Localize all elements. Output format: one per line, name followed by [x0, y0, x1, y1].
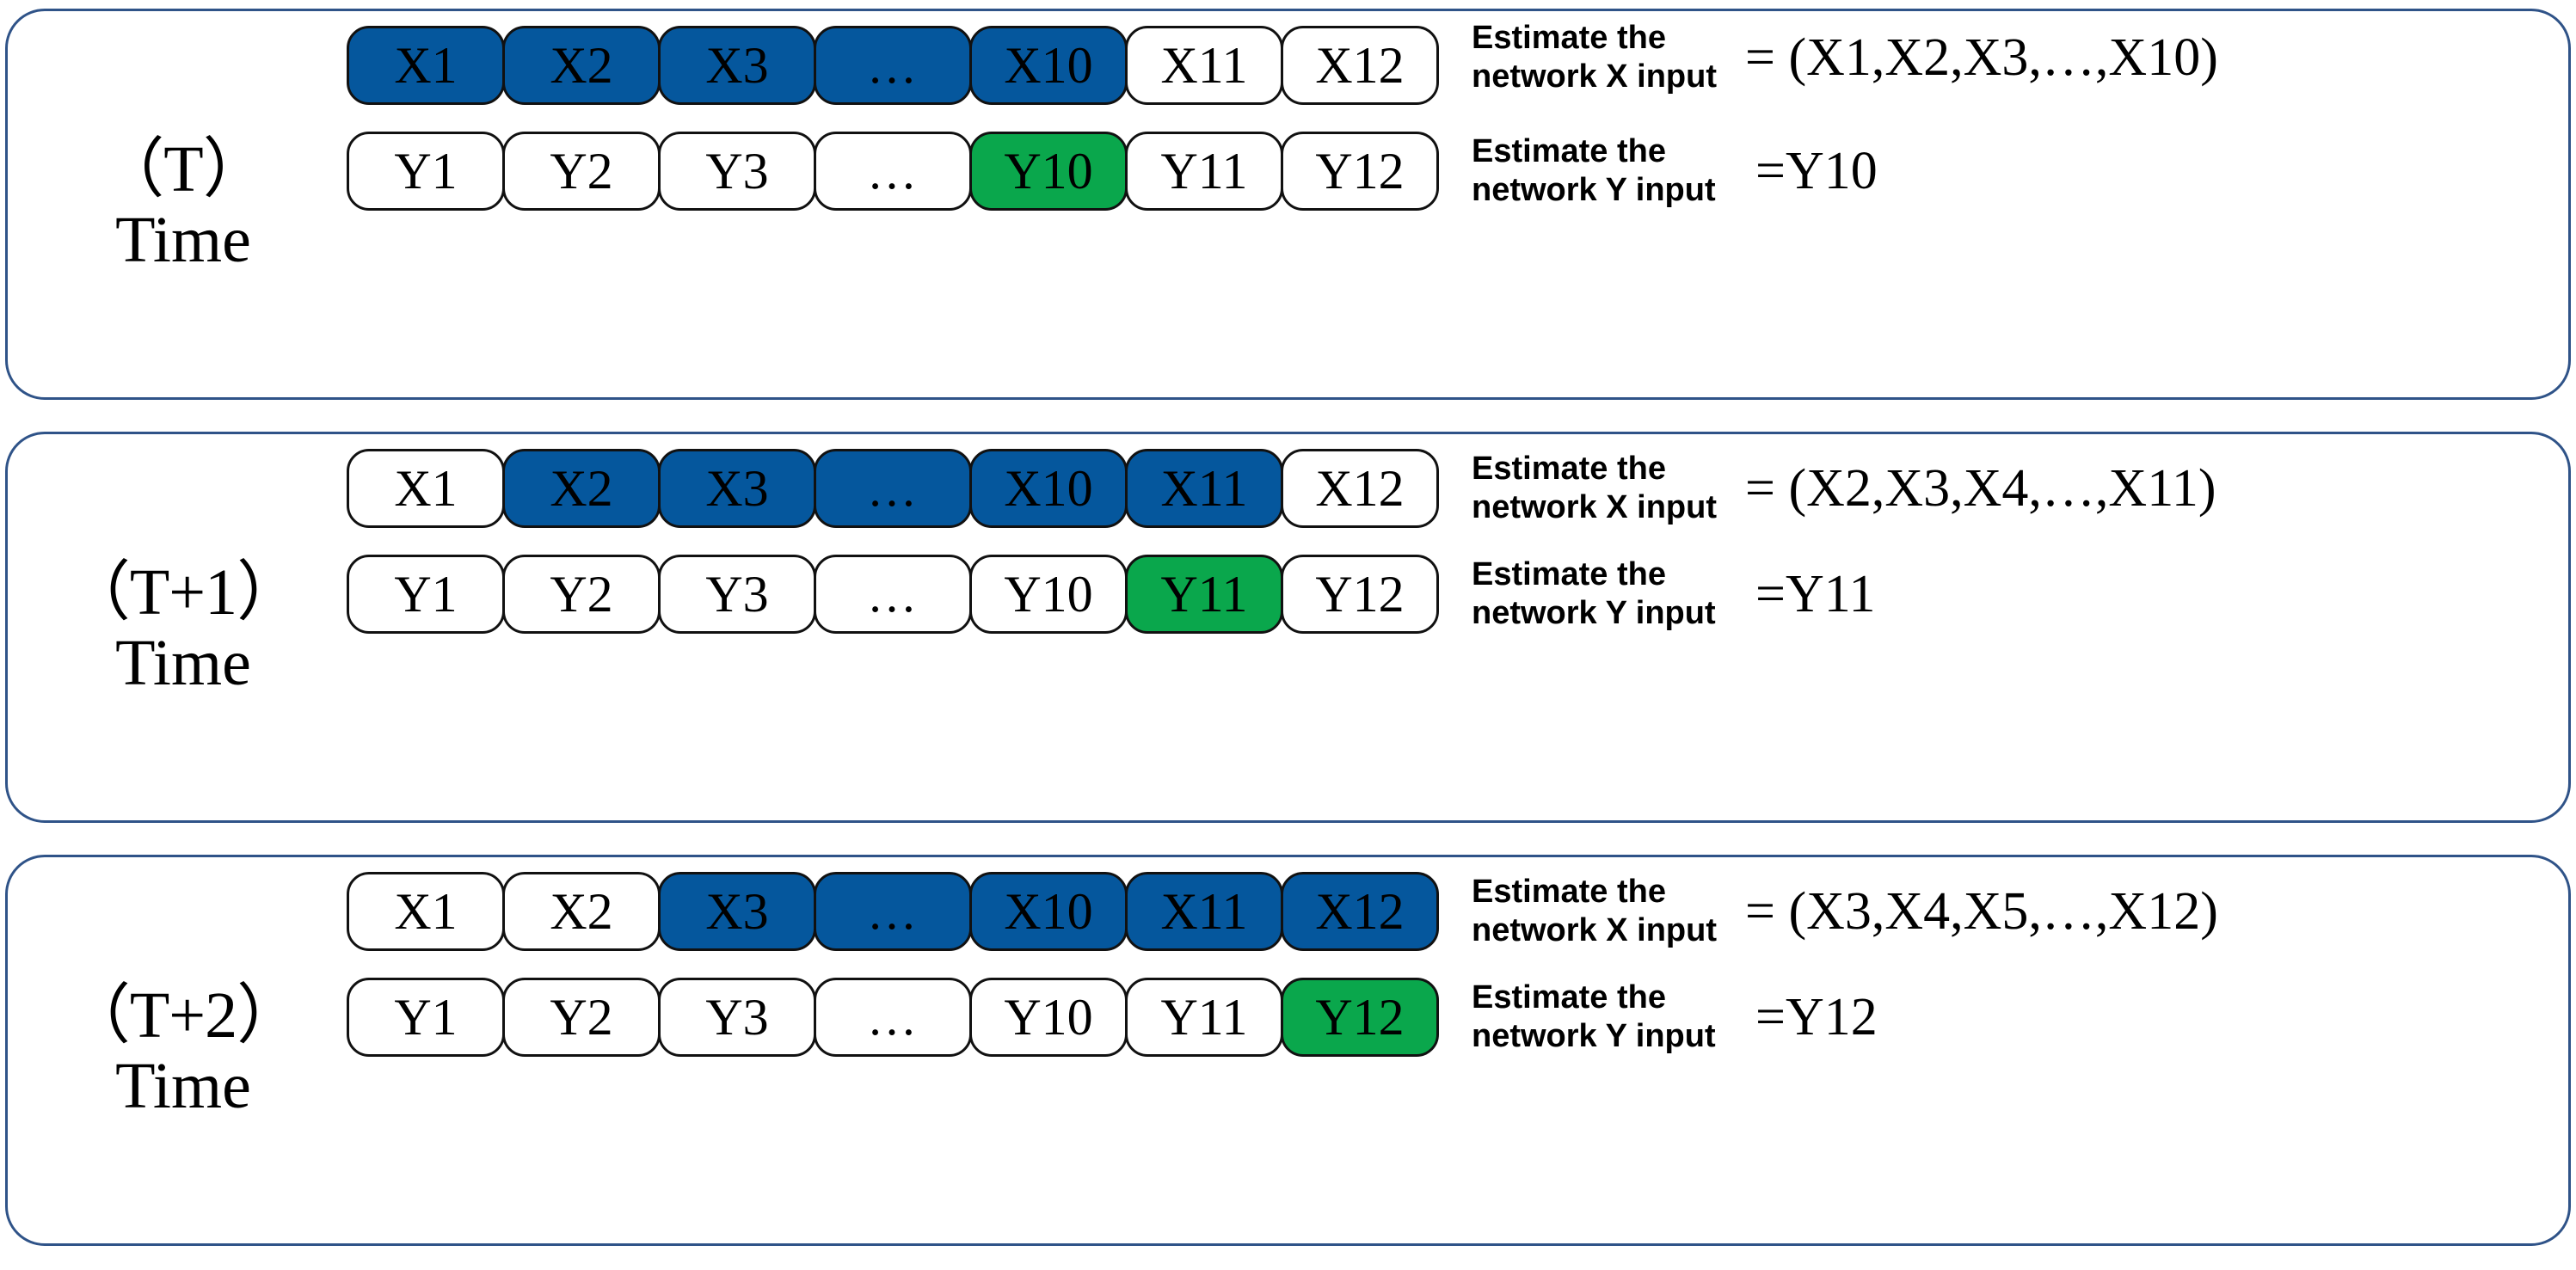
- y-equation: =Y11: [1755, 564, 1876, 623]
- y-description-text: Estimate the network Y input: [1472, 979, 1716, 1054]
- y-cell[interactable]: Y3: [658, 555, 816, 634]
- timestep-panel-t-plus-1: （T+1） Time X1 X2 X3 … X10 X11 X12: [5, 432, 2571, 823]
- x-sequence-row: X1 X2 X3 … X10 X11 X12: [347, 449, 1439, 528]
- y-cell[interactable]: Y12: [1281, 555, 1439, 634]
- x-description-block: Estimate the network X input = (X2,X3,X4…: [1472, 449, 2216, 528]
- timestep-panel-t: （T） Time X1 X2 X3 … X10 X11 X12: [5, 9, 2571, 400]
- y-cells: Y1 Y2 Y3 … Y10 Y11 Y12: [347, 978, 1439, 1057]
- x-equation: = (X2,X3,X4,…,X11): [1745, 458, 2216, 518]
- y-cell-ellipsis[interactable]: …: [814, 132, 972, 211]
- y-sequence-row: Y1 Y2 Y3 … Y10 Y11 Y12: [347, 555, 1439, 634]
- y-description-text: Estimate the network Y input: [1472, 133, 1716, 208]
- x-cell[interactable]: X3: [658, 449, 816, 528]
- x-equation: = (X3,X4,X5,…,X12): [1745, 881, 2218, 941]
- x-description-text: Estimate the network X input: [1472, 874, 1717, 948]
- timestep-panel-t-plus-2: （T+2） Time X1 X2 X3 … X10 X11 X12: [5, 855, 2571, 1246]
- x-cell[interactable]: X11: [1125, 26, 1283, 105]
- y-cell[interactable]: Y11: [1125, 555, 1283, 634]
- y-description-text: Estimate the network Y input: [1472, 556, 1716, 631]
- x-description-block: Estimate the network X input = (X3,X4,X5…: [1472, 872, 2218, 951]
- y-description-block: Estimate the network Y input =Y11: [1472, 555, 1875, 634]
- y-cell[interactable]: Y2: [502, 555, 661, 634]
- x-cell[interactable]: X3: [658, 26, 816, 105]
- y-cells: Y1 Y2 Y3 … Y10 Y11 Y12: [347, 132, 1439, 211]
- y-cell[interactable]: Y3: [658, 978, 816, 1057]
- y-equation: =Y10: [1755, 141, 1878, 200]
- x-cells: X1 X2 X3 … X10 X11 X12: [347, 26, 1439, 105]
- x-cell[interactable]: X1: [347, 449, 505, 528]
- x-cell[interactable]: X12: [1281, 872, 1439, 951]
- sequence-rows: X1 X2 X3 … X10 X11 X12 Y1 Y2 Y3 …: [347, 434, 2568, 820]
- y-cell[interactable]: Y10: [969, 132, 1128, 211]
- y-cell[interactable]: Y1: [347, 132, 505, 211]
- x-cell[interactable]: X2: [502, 26, 661, 105]
- timestep-label-t: （T） Time: [20, 11, 347, 397]
- sequence-rows: X1 X2 X3 … X10 X11 X12 Y1 Y2 Y3 …: [347, 11, 2568, 397]
- y-cell-ellipsis[interactable]: …: [814, 978, 972, 1057]
- x-cell-ellipsis[interactable]: …: [814, 26, 972, 105]
- y-cell[interactable]: Y1: [347, 978, 505, 1057]
- x-description-text: Estimate the network X input: [1472, 451, 1717, 525]
- x-cell[interactable]: X10: [969, 449, 1128, 528]
- x-cell[interactable]: X1: [347, 26, 505, 105]
- x-description-block: Estimate the network X input = (X1,X2,X3…: [1472, 18, 2218, 97]
- x-cell[interactable]: X1: [347, 872, 505, 951]
- y-cell[interactable]: Y3: [658, 132, 816, 211]
- timestep-time-word: Time: [115, 626, 251, 699]
- x-cells: X1 X2 X3 … X10 X11 X12: [347, 872, 1439, 951]
- y-cell[interactable]: Y11: [1125, 132, 1283, 211]
- y-cell[interactable]: Y2: [502, 132, 661, 211]
- y-description-block: Estimate the network Y input =Y12: [1472, 978, 1878, 1057]
- y-cell[interactable]: Y12: [1281, 132, 1439, 211]
- x-cell-ellipsis[interactable]: …: [814, 872, 972, 951]
- y-cell[interactable]: Y10: [969, 978, 1128, 1057]
- y-cell[interactable]: Y1: [347, 555, 505, 634]
- y-cell[interactable]: Y11: [1125, 978, 1283, 1057]
- timestep-label-t-plus-1: （T+1） Time: [20, 434, 347, 820]
- sequence-rows: X1 X2 X3 … X10 X11 X12 Y1 Y2 Y3 …: [347, 857, 2568, 1243]
- timestep-name: （T）: [99, 132, 267, 206]
- x-cell[interactable]: X11: [1125, 872, 1283, 951]
- x-cell[interactable]: X2: [502, 449, 661, 528]
- x-cell[interactable]: X2: [502, 872, 661, 951]
- x-cell[interactable]: X3: [658, 872, 816, 951]
- y-sequence-row: Y1 Y2 Y3 … Y10 Y11 Y12: [347, 978, 1439, 1057]
- x-sequence-row: X1 X2 X3 … X10 X11 X12: [347, 26, 1439, 105]
- y-description-block: Estimate the network Y input =Y10: [1472, 132, 1878, 211]
- x-cell[interactable]: X11: [1125, 449, 1283, 528]
- x-cell[interactable]: X12: [1281, 449, 1439, 528]
- y-sequence-row: Y1 Y2 Y3 … Y10 Y11 Y12: [347, 132, 1439, 211]
- timestep-time-word: Time: [115, 1049, 251, 1122]
- y-equation: =Y12: [1755, 987, 1878, 1046]
- timestep-label-t-plus-2: （T+2） Time: [20, 857, 347, 1243]
- x-description-text: Estimate the network X input: [1472, 20, 1717, 95]
- timestep-name: （T+1）: [65, 555, 302, 629]
- x-cell[interactable]: X10: [969, 26, 1128, 105]
- y-cells: Y1 Y2 Y3 … Y10 Y11 Y12: [347, 555, 1439, 634]
- x-cell[interactable]: X12: [1281, 26, 1439, 105]
- timestep-name: （T+2）: [65, 979, 302, 1052]
- x-cell[interactable]: X10: [969, 872, 1128, 951]
- y-cell[interactable]: Y12: [1281, 978, 1439, 1057]
- x-sequence-row: X1 X2 X3 … X10 X11 X12: [347, 872, 1439, 951]
- y-cell[interactable]: Y10: [969, 555, 1128, 634]
- timestep-time-word: Time: [115, 203, 251, 276]
- x-cells: X1 X2 X3 … X10 X11 X12: [347, 449, 1439, 528]
- y-cell[interactable]: Y2: [502, 978, 661, 1057]
- x-cell-ellipsis[interactable]: …: [814, 449, 972, 528]
- x-equation: = (X1,X2,X3,…,X10): [1745, 28, 2218, 87]
- y-cell-ellipsis[interactable]: …: [814, 555, 972, 634]
